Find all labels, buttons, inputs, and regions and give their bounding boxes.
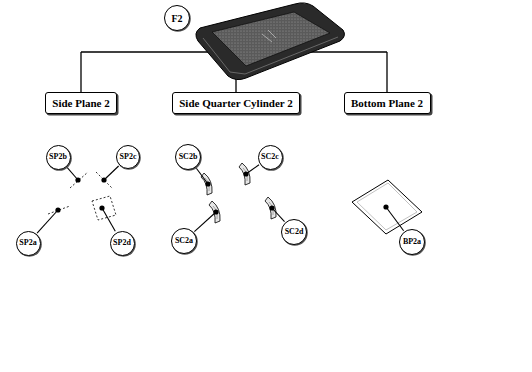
quarter-cylinder-patch — [239, 163, 250, 185]
node-label: SC2a — [175, 237, 193, 246]
leader-line — [196, 168, 208, 184]
label-circle: BP2a — [399, 229, 425, 255]
leader-line — [386, 207, 404, 231]
node-label: SP2b — [49, 153, 67, 162]
node-label: Side Plane 2 — [52, 97, 109, 109]
label-circle: SP2d — [110, 231, 135, 256]
anchor-dot — [75, 177, 80, 182]
label-circle: SC2b — [175, 144, 201, 170]
anchor-dot — [99, 205, 104, 210]
label-circle: SP2b — [46, 145, 71, 170]
category-box: Side Quarter Cylinder 2 — [172, 92, 300, 114]
node-label: SP2c — [120, 153, 137, 162]
node-label: F2 — [171, 13, 182, 24]
node-label: Bottom Plane 2 — [351, 97, 423, 109]
quarter-cylinder-patch — [265, 197, 276, 219]
anchor-dot — [243, 171, 248, 176]
anchor-dot — [205, 181, 210, 186]
category-box: Side Plane 2 — [45, 92, 117, 114]
node-label: Side Quarter Cylinder 2 — [179, 97, 293, 109]
anchor-dot — [269, 205, 274, 210]
label-circle: SP2a — [16, 231, 41, 256]
leader-line — [102, 208, 115, 231]
dashed-plane — [92, 196, 116, 220]
label-circle: SP2c — [116, 145, 140, 169]
leader-lines — [37, 165, 404, 233]
label-circle: SC2c — [258, 145, 283, 170]
plane-hints — [48, 172, 116, 220]
anchor-dot — [101, 177, 106, 182]
tray-rim — [196, 3, 345, 80]
leader-line — [194, 212, 216, 232]
anchor-dot — [55, 207, 60, 212]
tray-edge — [203, 37, 338, 74]
branch-line — [386, 52, 387, 92]
branch-line — [80, 52, 81, 92]
leader-line — [272, 208, 285, 222]
quarter-cylinder-patch — [209, 201, 220, 223]
node-label: SC2b — [179, 153, 198, 162]
node-label: SC2d — [285, 228, 304, 237]
label-circle: F2 — [164, 5, 190, 31]
leader-line — [104, 166, 119, 180]
anchor-dot — [213, 209, 218, 214]
surface-pieces — [201, 163, 422, 234]
tray-floor — [212, 12, 330, 66]
label-circle: SC2d — [281, 219, 307, 245]
tray-figure — [196, 3, 345, 80]
node-label: BP2a — [403, 238, 421, 247]
node-label: SC2c — [261, 153, 279, 162]
label-circle: SC2a — [171, 228, 197, 254]
category-box: Bottom Plane 2 — [344, 92, 431, 114]
node-label: SP2a — [19, 239, 36, 248]
leader-line — [37, 210, 58, 233]
bottom-plane-shape — [352, 180, 422, 234]
dashed-plane — [48, 206, 70, 214]
node-label: SP2d — [113, 239, 131, 248]
bottom-plane-inner — [357, 183, 417, 230]
tray-mark — [262, 30, 276, 42]
anchor-dot — [383, 204, 388, 209]
